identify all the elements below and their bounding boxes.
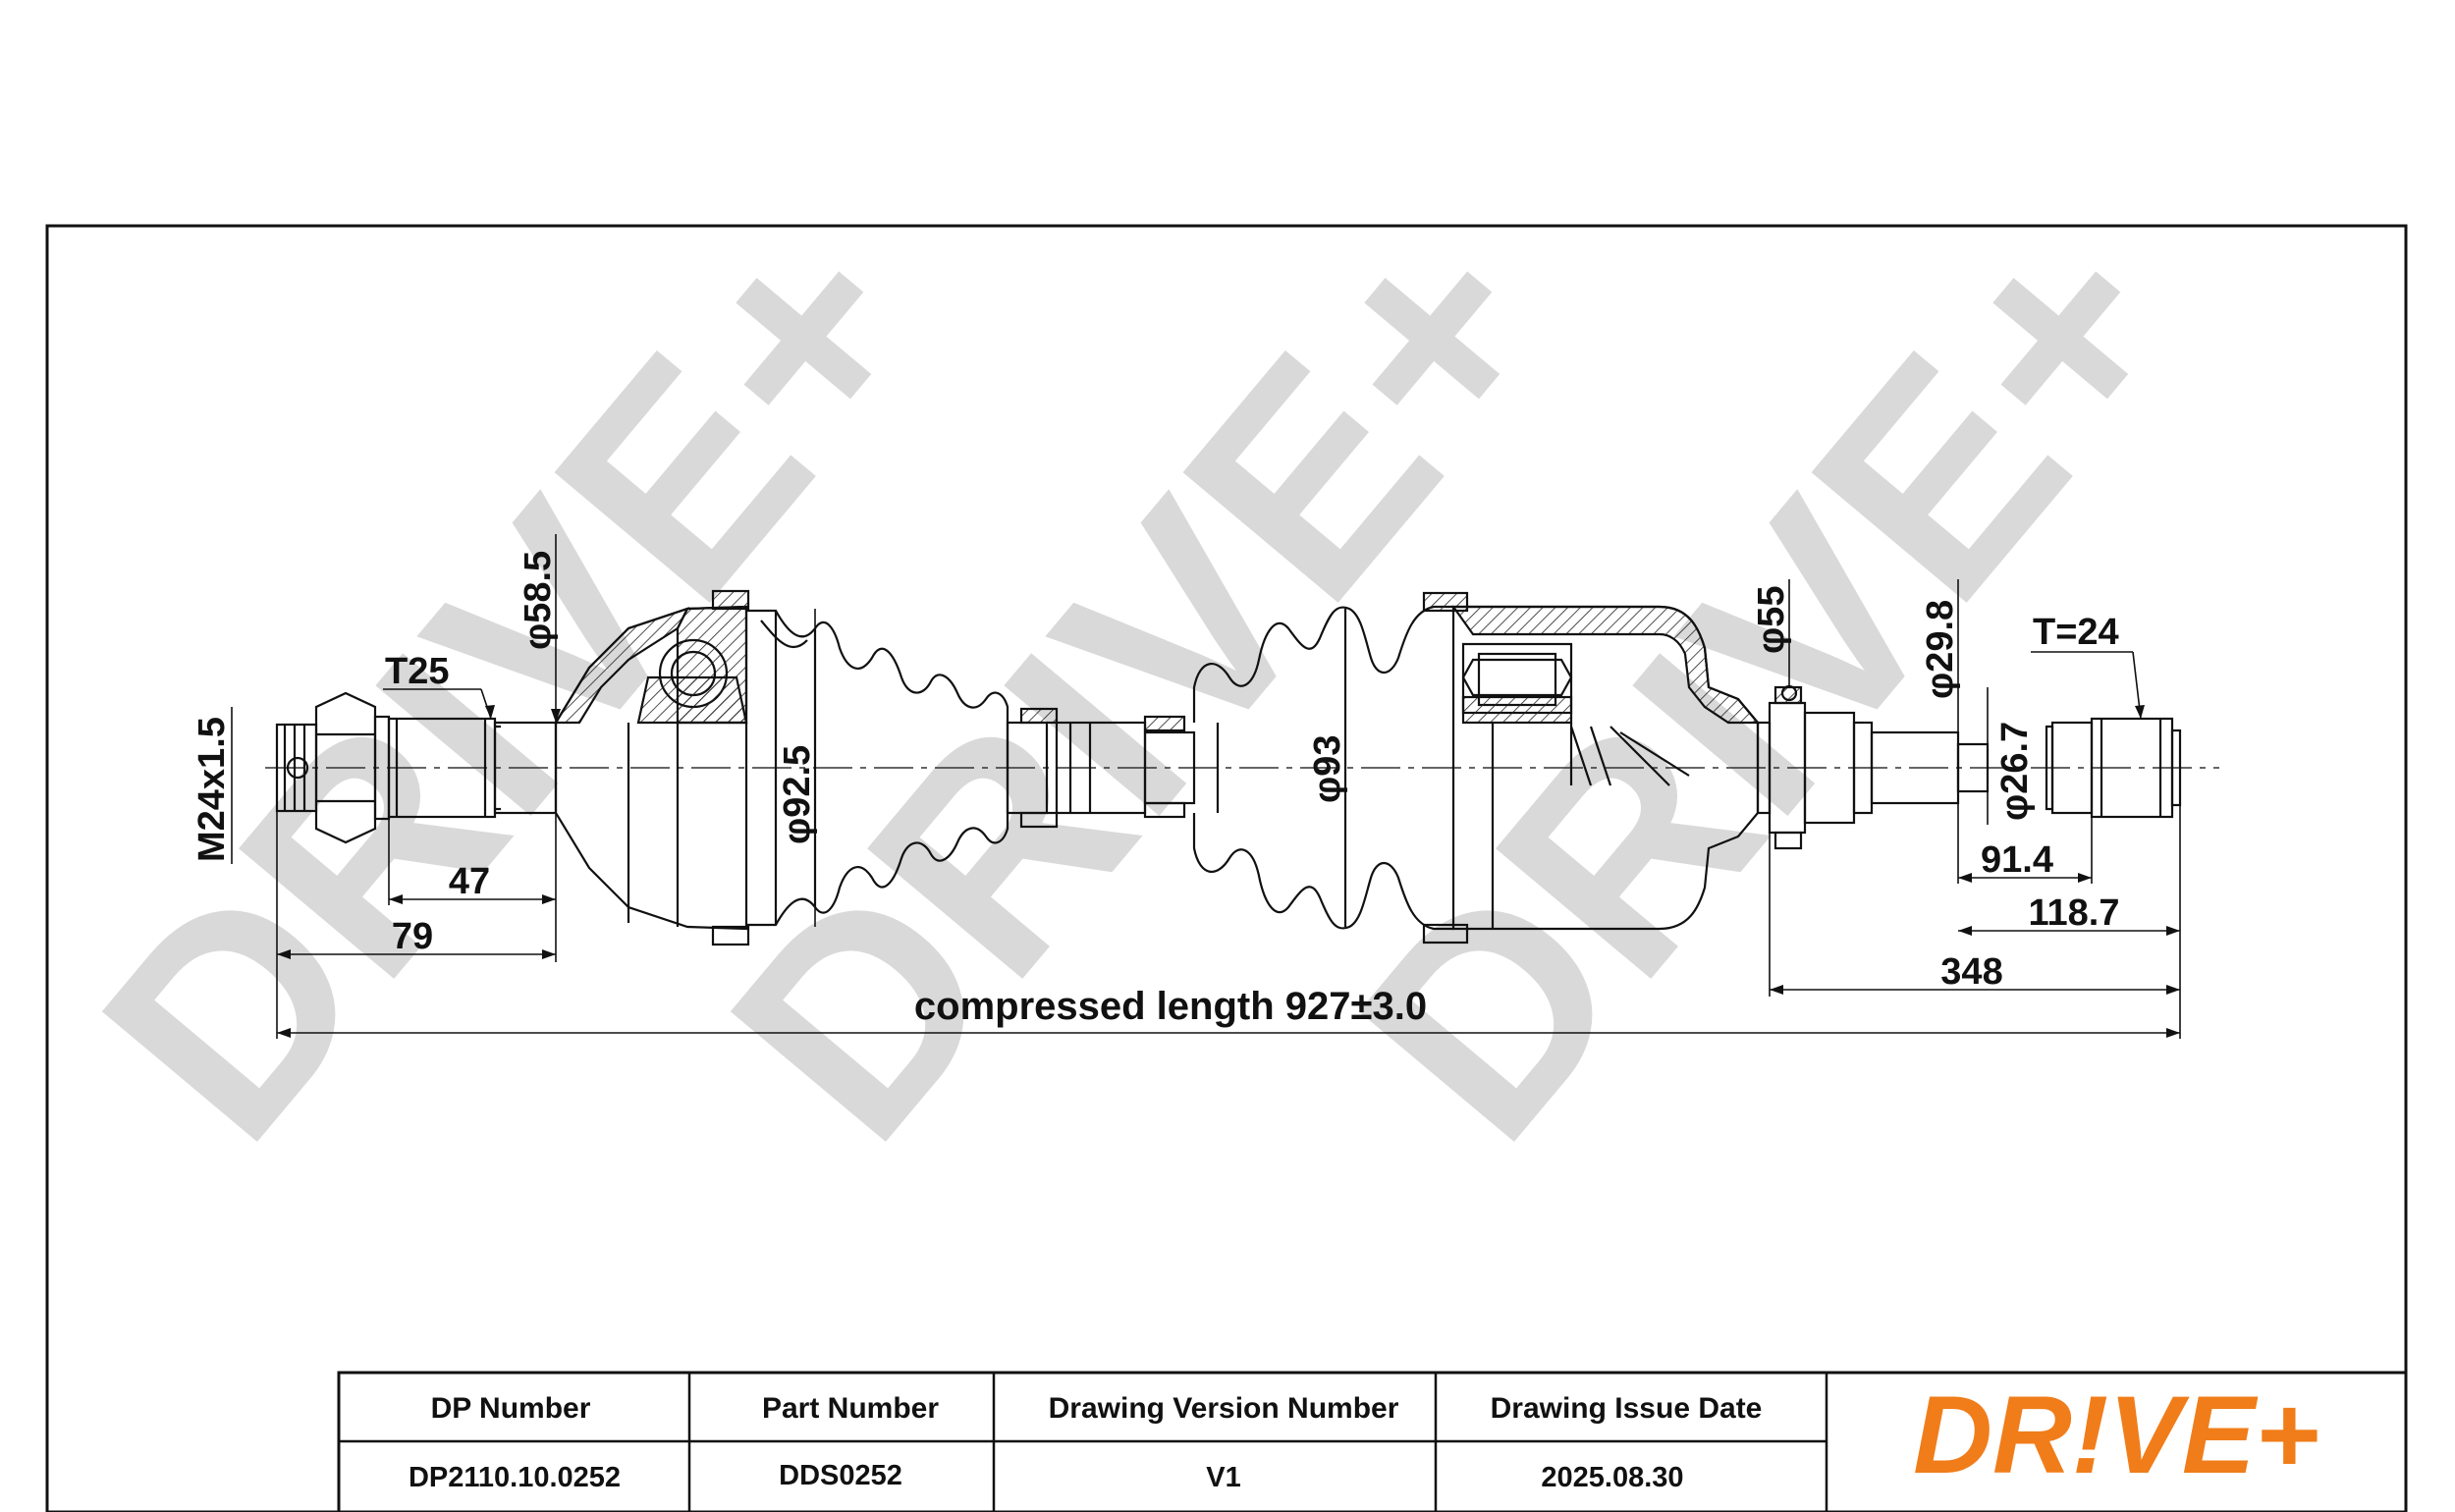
drive-logo: DR!VE+ (1913, 1374, 2319, 1496)
drawing-frame (45, 224, 2408, 1512)
value-issue-date: 2025.08.30 (1541, 1462, 1683, 1493)
dim-shaft-diameter-a: φ29.8 (1920, 600, 1961, 699)
value-dp-number: DP2110.10.0252 (409, 1462, 621, 1493)
value-drawing-version: V1 (1206, 1462, 1240, 1493)
dimension-arrows (277, 705, 2180, 1038)
dim-compressed-length: compressed length 927±3.0 (914, 985, 1427, 1028)
drive-shaft (275, 589, 2182, 946)
dim-length-91-4: 91.4 (1981, 839, 2053, 881)
value-part-number: DDS0252 (779, 1460, 902, 1491)
dim-thread: M24x1.5 (191, 717, 233, 862)
header-drawing-version: Drawing Version Number (1049, 1392, 1399, 1425)
dimension-lines (231, 534, 2181, 1039)
dim-length-118-7: 118.7 (2029, 892, 2120, 934)
dim-outer-boot-diameter: φ92.5 (777, 745, 818, 844)
dim-spline-outer: T25 (385, 651, 449, 692)
dim-shaft-diameter-b: φ26.7 (1994, 722, 2036, 821)
dim-length-47: 47 (449, 861, 490, 902)
dim-inner-boot-diameter: φ93 (1307, 735, 1348, 803)
dim-outer-joint-diameter: φ58.5 (518, 551, 559, 650)
dim-inner-joint-diameter: φ55 (1751, 586, 1792, 654)
header-dp-number: DP Number (431, 1392, 591, 1425)
dim-spline-inner: T=24 (2033, 612, 2119, 653)
dim-length-348: 348 (1940, 951, 2002, 993)
header-part-number: Part Number (762, 1392, 939, 1425)
watermark: DRIVE+ DRIVE+ DRIVE+ (40, 164, 2239, 1198)
title-block: DP Number Part Number Drawing Version Nu… (337, 1371, 2408, 1512)
header-issue-date: Drawing Issue Date (1491, 1392, 1763, 1425)
dimension-labels: M24x1.5 T25 φ58.5 φ92.5 φ93 φ55 φ29.8 φ2… (191, 551, 2120, 1028)
dim-length-79: 79 (392, 916, 433, 957)
